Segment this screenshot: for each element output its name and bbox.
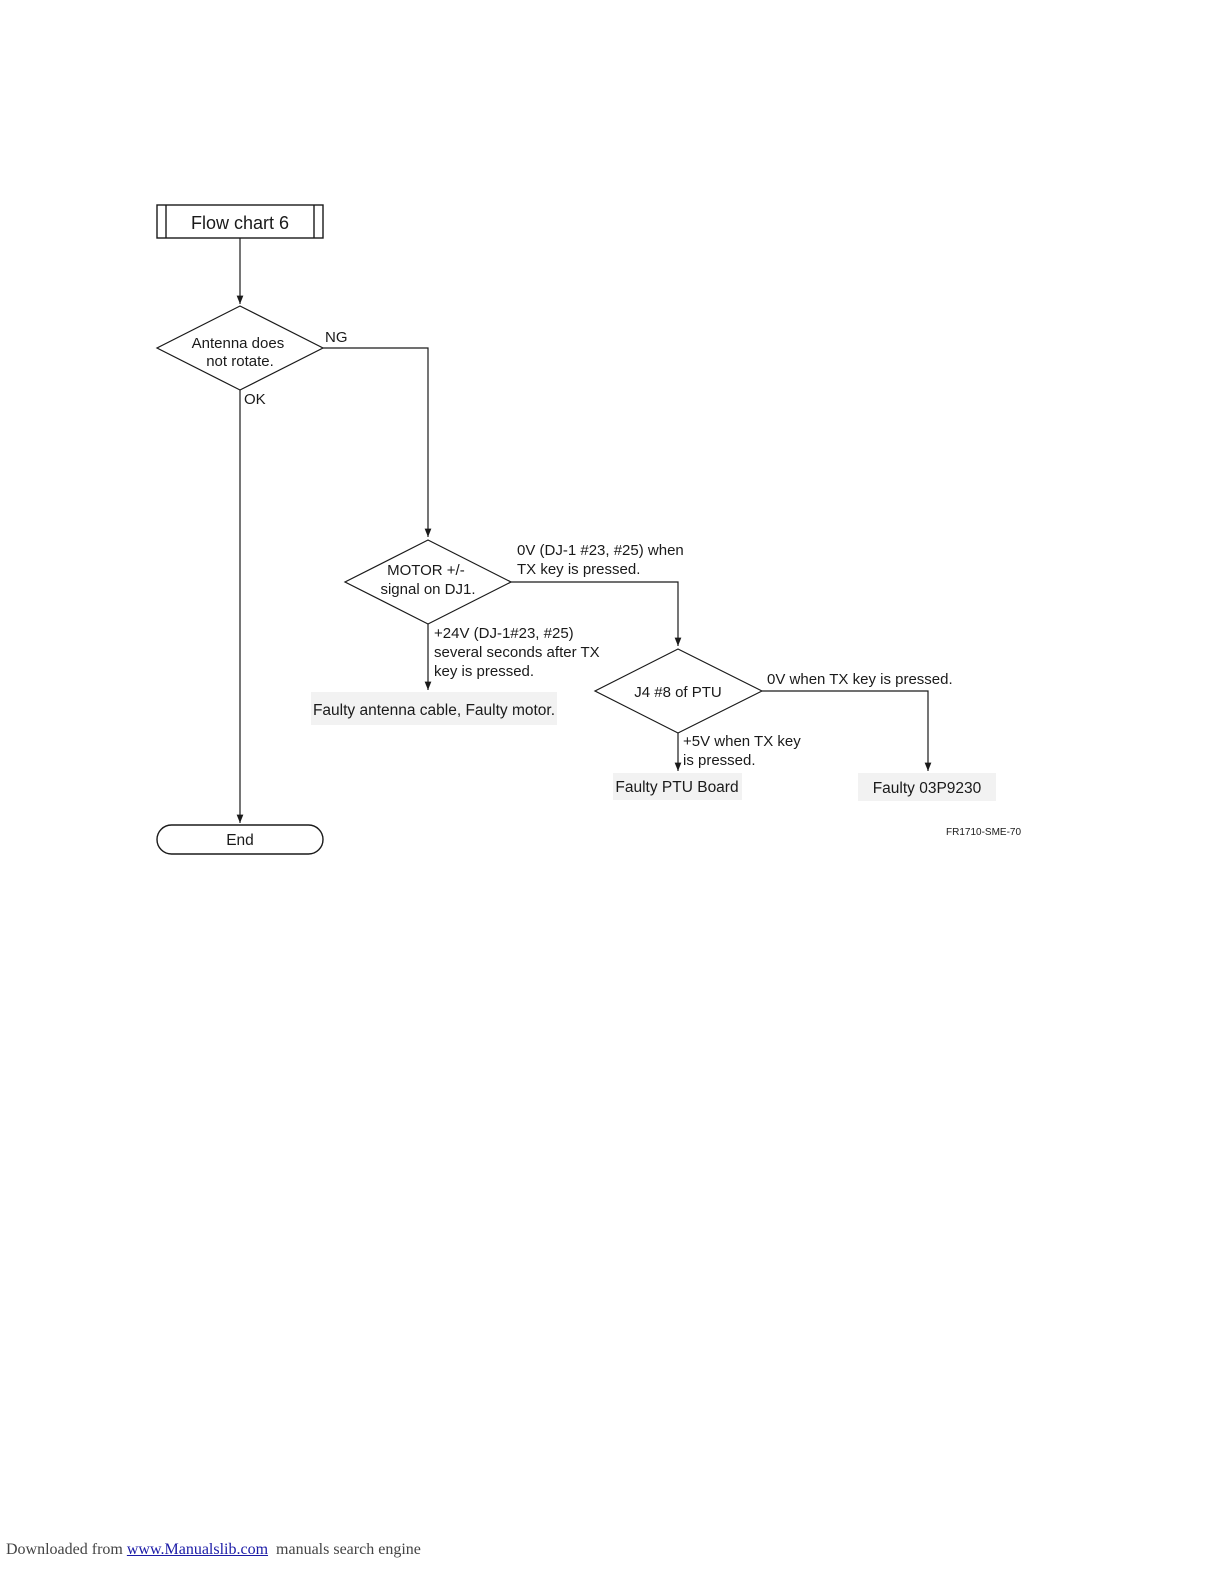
svg-text:MOTOR +/- signal on DJ1.: MOTOR +/- signal on DJ1.	[380, 562, 475, 598]
decision-j4-label: J4 #8 of PTU	[634, 684, 722, 701]
download-footer: Downloaded from www.Manualslib.com manua…	[6, 1541, 421, 1559]
label-0v-dj1-line-1: 0V (DJ-1 #23, #25) when	[517, 542, 684, 559]
svg-text:Antenna does not rotate.: Antenna does not rotate.	[192, 335, 289, 370]
start-label: Flow chart 6	[191, 213, 289, 233]
manualslib-link[interactable]: www.Manualslib.com	[126, 1541, 269, 1558]
footer-prefix: Downloaded from	[6, 1541, 127, 1558]
label-0v-dj1-line-2: TX key is pressed.	[517, 561, 640, 578]
decision-antenna-line-1: Antenna does	[192, 335, 285, 352]
label-24v-line-3: key is pressed.	[434, 663, 534, 680]
end-terminator: End	[156, 824, 324, 855]
label-0v-tx: 0V when TX key is pressed.	[767, 671, 953, 688]
label-24v: +24V (DJ-1#23, #25) several seconds afte…	[434, 625, 604, 680]
decision-motor-line-1: MOTOR +/-	[387, 562, 465, 579]
footer-suffix: manuals search engine	[268, 1541, 421, 1558]
figure-id: FR1710-SME-70	[946, 827, 1021, 838]
result-ptu-label: Faulty PTU Board	[615, 779, 738, 796]
result-03p-label: Faulty 03P9230	[873, 780, 982, 797]
connector	[323, 347, 432, 537]
decision-antenna-line-2: not rotate.	[206, 353, 274, 370]
decision-j4-ptu: J4 #8 of PTU	[593, 648, 764, 734]
label-0v-dj1: 0V (DJ-1 #23, #25) when TX key is presse…	[517, 542, 688, 578]
decision-motor-signal: MOTOR +/- signal on DJ1.	[343, 539, 513, 625]
result-03p9230: Faulty 03P9230	[858, 773, 996, 801]
connector	[762, 690, 932, 771]
label-5v-line-1: +5V when TX key	[683, 733, 801, 750]
decision-antenna-rotate: Antenna does not rotate.	[155, 305, 325, 391]
end-label: End	[226, 832, 254, 849]
label-ok: OK	[244, 391, 266, 408]
label-5v: +5V when TX key is pressed.	[683, 733, 805, 769]
label-24v-line-2: several seconds after TX	[434, 644, 600, 661]
result-antenna-motor-label: Faulty antenna cable, Faulty motor.	[313, 702, 555, 719]
label-ng: NG	[325, 329, 348, 346]
connector	[511, 581, 682, 646]
label-24v-line-1: +24V (DJ-1#23, #25)	[434, 625, 574, 642]
start-block: Flow chart 6	[156, 204, 324, 239]
decision-motor-line-2: signal on DJ1.	[380, 581, 475, 598]
result-antenna-motor: Faulty antenna cable, Faulty motor.	[311, 692, 557, 725]
label-5v-line-2: is pressed.	[683, 752, 756, 769]
result-ptu-board: Faulty PTU Board	[613, 773, 742, 800]
